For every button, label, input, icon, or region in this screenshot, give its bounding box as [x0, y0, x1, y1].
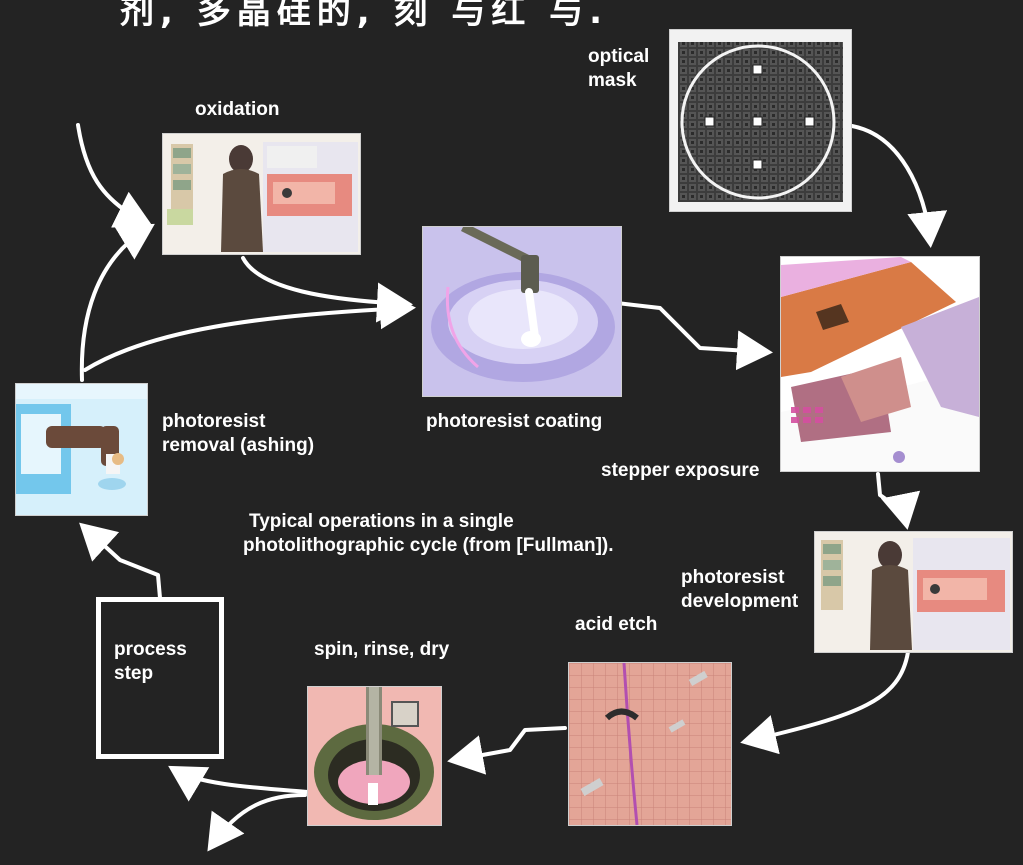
photoresist-coating-image — [422, 226, 622, 397]
label-acid-etch: acid etch — [575, 614, 658, 635]
spin-rinse-dry-image — [307, 686, 442, 826]
label-photoresist-development: photoresist development — [681, 567, 799, 612]
optical-mask-image — [669, 29, 852, 212]
photoresist-removal-image — [15, 383, 148, 516]
label-spin-rinse-dry: spin, rinse, dry — [314, 639, 450, 660]
arrow-removal-to-coating — [83, 289, 416, 372]
header-fragment: 剂, 多晶硅的, 刻 与红 与. — [120, 0, 609, 32]
arrow-coating-to-exposure — [615, 301, 773, 371]
arrow-process-step-to-removal — [79, 522, 162, 600]
photoresist-development-image — [814, 531, 1013, 653]
label-optical-mask: optical mask — [588, 46, 650, 91]
acid-etch-image — [568, 662, 732, 826]
stepper-exposure-image — [780, 256, 980, 472]
arrow-spin-to-exit — [207, 793, 307, 852]
arrow-spin-to-process-step — [168, 765, 310, 802]
figure-caption: Typical operations in a single photolith… — [243, 511, 614, 556]
label-photoresist-coating: photoresist coating — [426, 411, 603, 432]
arrow-oxidation-to-coating — [241, 256, 413, 323]
process-step-box — [96, 597, 224, 759]
arrow-etch-to-spin — [447, 726, 567, 775]
label-photoresist-removal: photoresist removal (ashing) — [162, 411, 315, 456]
label-oxidation: oxidation — [195, 99, 280, 120]
label-stepper-exposure: stepper exposure — [601, 460, 760, 481]
arrow-mask-to-exposure — [850, 124, 948, 248]
arrow-development-to-etch — [740, 650, 910, 755]
arrow-removal-to-oxidation — [79, 223, 155, 382]
oxidation-image — [162, 133, 361, 255]
arrow-into-oxidation — [76, 123, 153, 228]
label-process-step: process step — [114, 639, 187, 684]
arrow-exposure-to-development — [876, 472, 921, 530]
